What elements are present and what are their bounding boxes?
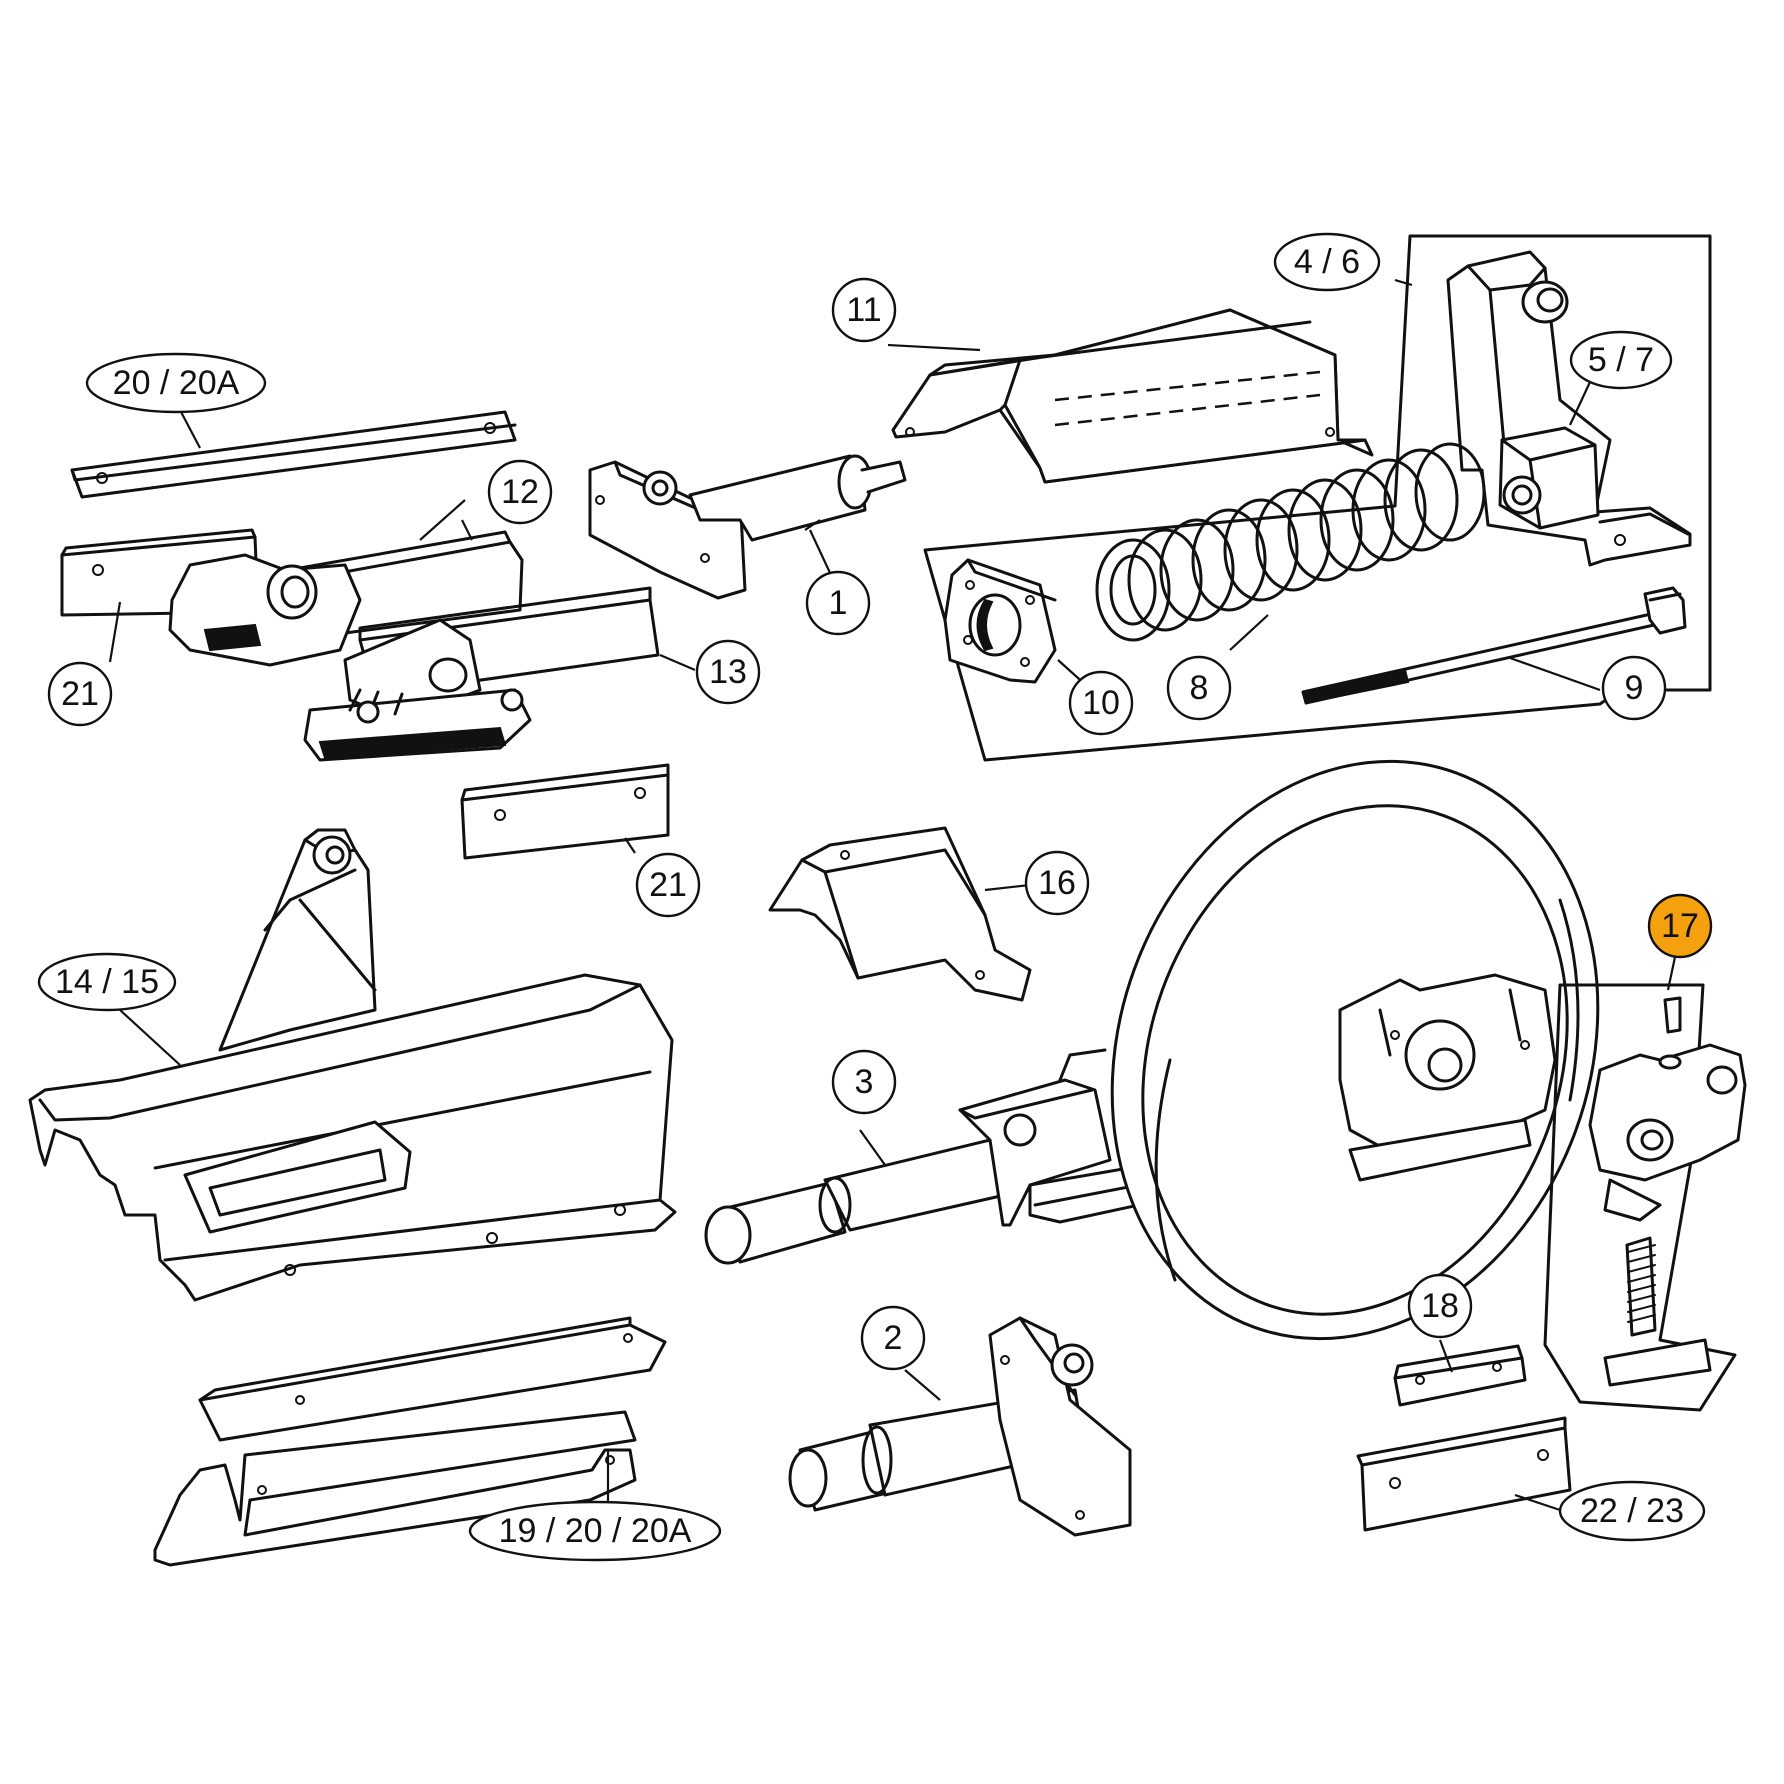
- callout-1-label: 1: [829, 584, 848, 622]
- part-tensioner-subassembly: [1543, 983, 1747, 1412]
- part-flange-housing: [943, 558, 1057, 684]
- callout-1: 1: [805, 570, 871, 636]
- callout-17-label: 17: [1661, 907, 1699, 945]
- part-cylinder-bracket: [588, 454, 907, 600]
- callout-21-middle: 21: [635, 852, 701, 918]
- callout-19-20-20a-label: 19 / 20 / 20A: [499, 1512, 692, 1550]
- part-axle-flange: [788, 1316, 1132, 1537]
- callout-2-label: 2: [884, 1319, 903, 1357]
- part-plate-middle: [460, 763, 670, 860]
- callout-14-15: 14 / 15: [37, 952, 177, 1012]
- part-adjuster-assembly: [60, 528, 660, 762]
- callout-14-15-label: 14 / 15: [55, 963, 159, 1001]
- callout-2: 2: [860, 1305, 926, 1371]
- part-idler-wheel: [1110, 759, 1600, 1341]
- callout-9: 9: [1601, 655, 1667, 721]
- part-main-frame: [28, 828, 677, 1302]
- callout-3: 3: [831, 1049, 897, 1115]
- callout-8-label: 8: [1190, 669, 1209, 707]
- callout-18-label: 18: [1421, 1287, 1459, 1325]
- callout-20-20a-label: 20 / 20A: [113, 364, 240, 402]
- part-flat-bar-top: [70, 410, 517, 499]
- callout-22-23-label: 22 / 23: [1580, 1492, 1684, 1530]
- callout-12: 12: [487, 459, 553, 525]
- part-coil-spring: [1095, 442, 1486, 642]
- callout-11-label: 11: [846, 291, 881, 329]
- callout-21-left: 21: [47, 661, 113, 727]
- callout-4-6-label: 4 / 6: [1294, 243, 1360, 281]
- part-guard-channel: [891, 308, 1374, 484]
- callout-8: 8: [1166, 655, 1232, 721]
- callout-10-label: 10: [1082, 684, 1120, 722]
- callout-20-20a: 20 / 20A: [85, 352, 267, 414]
- callout-22-23: 22 / 23: [1558, 1480, 1706, 1542]
- callout-19-20-20a: 19 / 20 / 20A: [468, 1500, 722, 1562]
- callout-16: 16: [1024, 850, 1090, 916]
- part-small-plate: [1393, 1344, 1527, 1407]
- callout-18: 18: [1407, 1273, 1473, 1339]
- callout-21-middle-label: 21: [649, 866, 687, 904]
- leader-lines: [108, 278, 1677, 1512]
- callout-5-7-label: 5 / 7: [1588, 341, 1654, 379]
- callout-13: 13: [695, 639, 761, 705]
- callout-3-label: 3: [855, 1063, 874, 1101]
- part-guide-bracket: [768, 826, 1032, 1002]
- part-angled-plate: [1356, 1416, 1572, 1532]
- callout-16-label: 16: [1038, 864, 1076, 902]
- callout-21-left-label: 21: [61, 675, 99, 713]
- callout-5-7: 5 / 7: [1569, 330, 1673, 390]
- callout-12-label: 12: [501, 473, 539, 511]
- part-threaded-rod: [1301, 586, 1687, 705]
- callout-9-label: 9: [1625, 669, 1644, 707]
- callout-11: 11: [831, 277, 897, 343]
- callout-10: 10: [1068, 670, 1134, 736]
- part-yoke-bracket: [1446, 250, 1692, 567]
- callout-4-6: 4 / 6: [1273, 232, 1381, 292]
- callout-17: 17: [1647, 893, 1713, 959]
- assembly-frame: [923, 234, 1712, 762]
- callout-13-label: 13: [709, 653, 747, 691]
- part-lower-bars: [153, 1316, 667, 1567]
